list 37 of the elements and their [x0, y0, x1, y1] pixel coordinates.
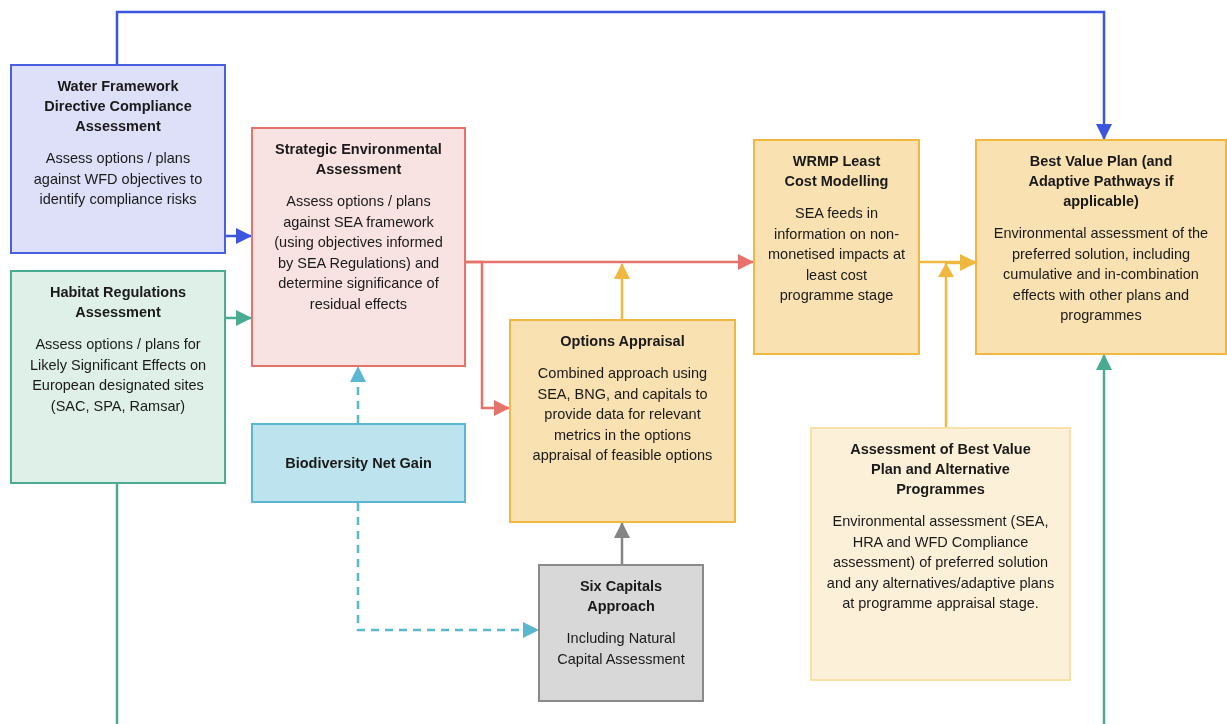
connector-line: [115, 484, 119, 724]
box-description: Assess options / plans against SEA framework (using objectives informed by SEA Regulations) and determine significance of residual effects: [273, 192, 444, 314]
arrow: [226, 310, 252, 326]
outcome-box: [975, 139, 1227, 355]
box-description: Combined approach using SEA, BNG, and capitals to provide data for relevant metrics in the options appraisal of feasible options: [531, 364, 714, 465]
dashed-arrow: [350, 366, 366, 423]
box-title: Options Appraisal: [559, 332, 686, 351]
arrow: [466, 260, 510, 416]
box-title: Strategic Environmental Assessment: [274, 140, 443, 179]
arrow: [1096, 354, 1112, 724]
box-title: Biodiversity Net Gain: [284, 454, 433, 473]
dashed-arrow: [356, 503, 539, 638]
arrow: [226, 228, 252, 244]
process-box: [509, 319, 736, 523]
process-box: [538, 564, 704, 702]
box-description: Assess options / plans against WFD objectives to identify compliance risks: [32, 149, 204, 209]
box-title: Assessment of Best Value Plan and Alternative Programmes: [849, 440, 1032, 499]
arrow: [614, 522, 630, 564]
process-box: [753, 139, 920, 355]
box-description: Assess options / plans for Likely Significant Effects on European designated sites (SAC, SPA, Ramsar): [28, 335, 208, 416]
box-description: Environmental assessment (SEA, HRA and WFD Compliance assessment) of preferred solution and any alternatives/adaptive plans at programme appraisal stage.: [825, 512, 1056, 613]
assessment-box: [10, 270, 226, 484]
arrow: [938, 261, 975, 427]
assessment-box: [10, 64, 226, 254]
arrow: [115, 10, 1112, 140]
assessment-box: [810, 427, 1071, 681]
box-title: WRMP Least Cost Modelling: [783, 152, 890, 191]
box-description: Environmental assessment of the preferred solution, including cumulative and in-combination effects with other plans and programmes: [992, 224, 1210, 325]
box-description: SEA feeds in information on non-monetised impacts at least cost programme stage: [767, 204, 906, 305]
box-title: Best Value Plan (and Adaptive Pathways if applicable): [1027, 152, 1175, 211]
box-title: Habitat Regulations Assessment: [48, 283, 188, 322]
box-title: Six Capitals Approach: [578, 577, 664, 616]
arrow: [614, 263, 630, 319]
process-box: [251, 423, 466, 503]
box-title: Water Framework Directive Compliance Assessment: [43, 77, 193, 136]
assessment-box: [251, 127, 466, 367]
box-description: Including Natural Capital Assessment: [556, 629, 686, 669]
